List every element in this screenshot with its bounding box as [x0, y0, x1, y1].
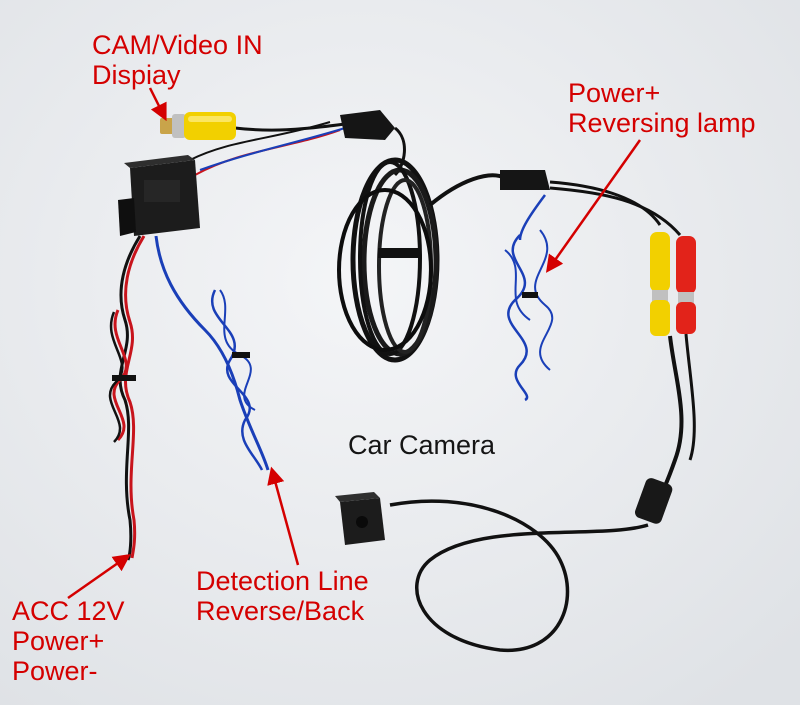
control-box [118, 155, 200, 236]
car-camera [335, 492, 385, 545]
video-cable [189, 110, 406, 177]
label-acc-line1: ACC 12V [12, 596, 125, 626]
label-detection-line: Detection Line Reverse/Back [196, 566, 369, 626]
detection-wire-blue [154, 235, 270, 471]
camera-cable [389, 333, 696, 652]
label-acc-power: ACC 12V Power+ Power- [12, 596, 125, 686]
label-acc-line2: Power+ [12, 626, 105, 656]
label-cam-video-in: CAM/Video IN Dispiay [92, 30, 263, 90]
label-power-reversing-lamp: Power+ Reversing lamp [568, 78, 756, 138]
rca-yellow-plug-video [160, 112, 236, 140]
label-acc-line3: Power- [12, 656, 98, 686]
acc-power-wire [108, 235, 146, 561]
label-reversing-line2: Reversing lamp [568, 108, 756, 138]
label-cam-video-line2: Dispiay [92, 60, 181, 90]
label-car-camera: Car Camera [348, 430, 495, 460]
arrow-acc-power [67, 553, 131, 600]
label-detection-line1: Detection Line [196, 566, 369, 596]
label-power-line1: Power+ [568, 78, 661, 108]
label-detection-line2: Reverse/Back [196, 596, 365, 626]
label-cam-video-line1: CAM/Video IN [92, 30, 263, 60]
arrow-reversing-lamp [545, 139, 642, 273]
pointer-arrows [67, 87, 642, 600]
camera-side-harness [500, 170, 682, 241]
rca-pair [650, 232, 696, 336]
label-car-camera-line1: Car Camera [348, 430, 496, 460]
arrow-cam-video [148, 87, 167, 122]
arrow-detection-line [267, 466, 300, 566]
